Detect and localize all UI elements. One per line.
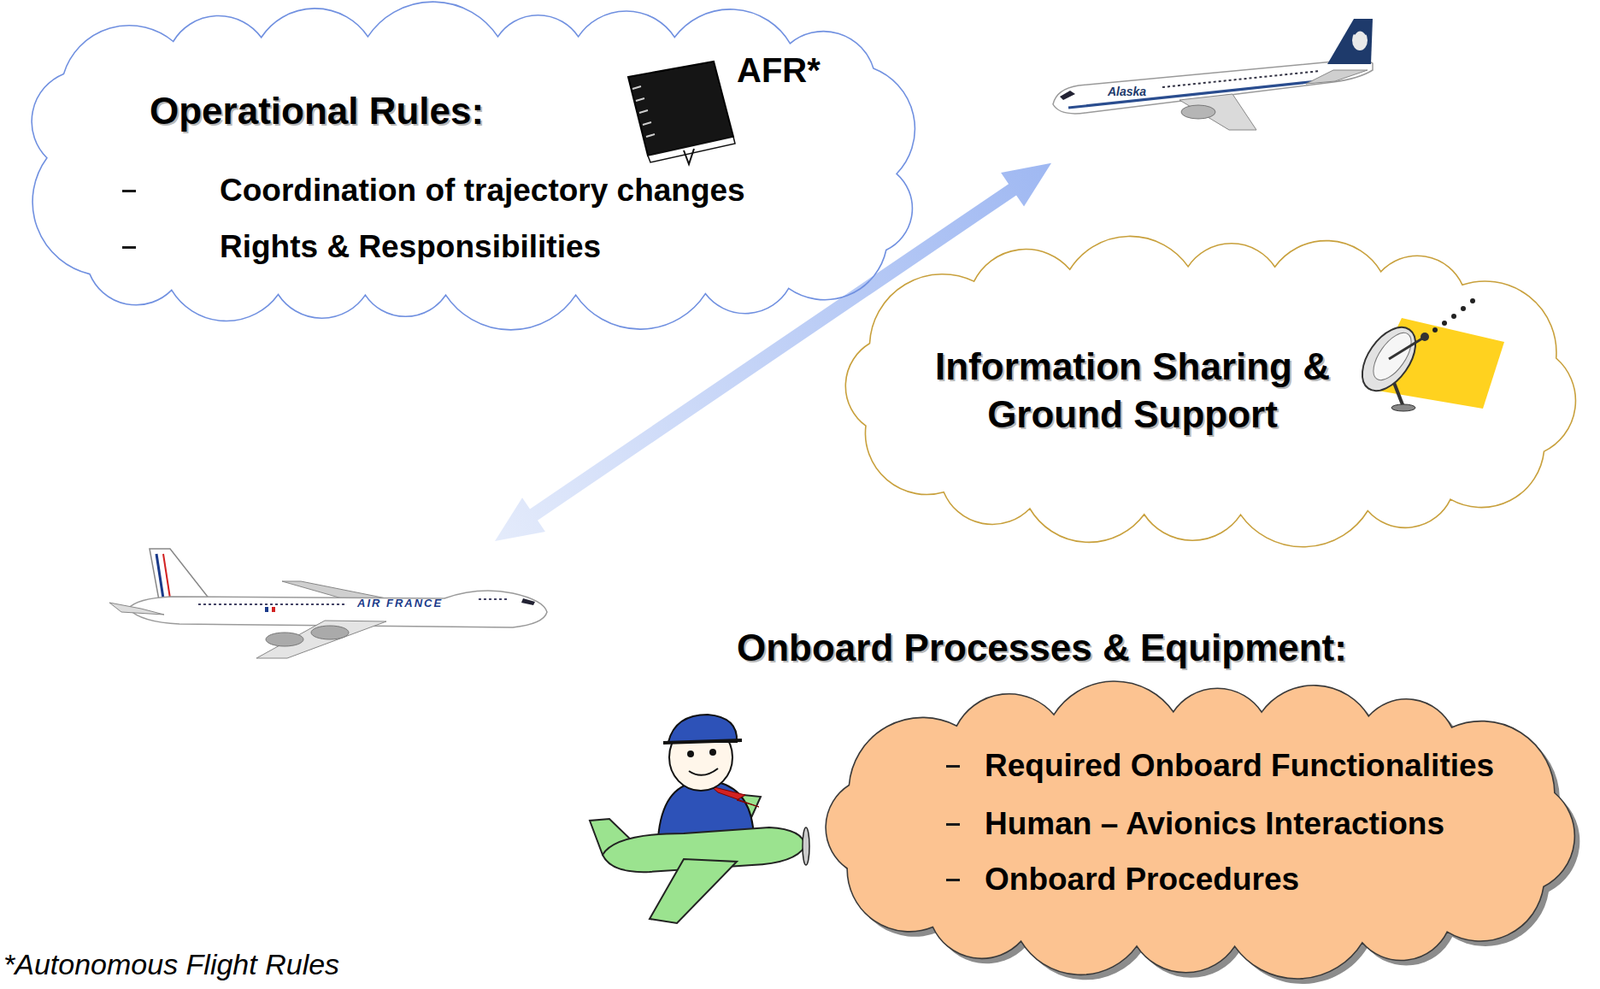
book-icon — [683, 148, 695, 165]
cloud-outline — [825, 681, 1575, 979]
livery-text: Alaska — [1107, 85, 1147, 98]
signal-dots — [1432, 327, 1438, 333]
aircraft-flag — [271, 606, 276, 612]
signal-dots — [1451, 313, 1457, 319]
rules-cloud: Operational Rules: Coordination of trajec… — [10, 0, 934, 332]
aircraft-tail-face — [1353, 29, 1367, 35]
satellite-dish-icon — [1391, 404, 1416, 412]
aircraft-wing — [256, 620, 387, 659]
signal-dots — [1470, 298, 1476, 304]
pilot-tie — [711, 786, 759, 807]
aircraft-tail — [163, 553, 171, 599]
bullet-dash — [122, 246, 136, 249]
cloud-outline — [31, 1, 915, 330]
satellite-dish-icon — [1351, 317, 1426, 400]
icon-label: AFR* — [736, 52, 821, 88]
alaska-aircraft — [1052, 18, 1373, 130]
cloud-outline — [826, 229, 1595, 552]
bullet-dash — [946, 823, 960, 826]
pilot-mouth — [688, 768, 718, 776]
aircraft-windows — [198, 599, 510, 605]
cloud-outline — [845, 235, 1576, 547]
pilot-eye — [687, 750, 695, 758]
book-icon — [632, 86, 655, 137]
cloud-outline — [10, 0, 934, 332]
air-france-aircraft — [109, 548, 548, 659]
aircraft-wing — [282, 581, 387, 599]
cloud-heading: Operational Rules: — [149, 88, 484, 134]
aircraft-stabilizer — [109, 602, 165, 615]
aircraft-wing — [1179, 94, 1257, 130]
satellite-dish-icon — [1420, 332, 1430, 342]
book-icon — [628, 61, 736, 165]
aircraft-engine — [265, 632, 304, 647]
pilot-plane — [649, 858, 737, 924]
cloud-heading: Onboard Processes & Equipment: — [736, 625, 1348, 671]
sharing-cloud: Information Sharing & Ground Support — [826, 229, 1595, 552]
onboard-cloud: Onboard Processes & Equipment: Required O… — [733, 625, 1595, 983]
aircraft-engine — [1181, 105, 1216, 119]
signal-dots — [1441, 320, 1448, 326]
aircraft-cockpit — [521, 598, 536, 606]
satellite-dish-icon — [1388, 338, 1423, 359]
pilot-cartoon — [589, 714, 810, 924]
signal-dots — [1460, 305, 1466, 312]
aircraft-tail — [149, 548, 211, 600]
pilot-plane — [802, 827, 810, 865]
pilot-cap — [663, 740, 742, 743]
bullet-text: Required Onboard Functionalities — [984, 747, 1495, 785]
aircraft-tail — [156, 553, 164, 599]
bullet-text: Coordination of trajectory changes — [219, 171, 746, 210]
bullet-dash — [946, 878, 960, 882]
aircraft-tail — [1327, 18, 1373, 65]
aircraft-flag — [264, 606, 269, 612]
livery-text: AIR FRANCE — [357, 597, 443, 609]
aircraft-flag — [268, 606, 272, 612]
aircraft-cockpit — [1059, 90, 1076, 100]
aircraft-tail-face — [1352, 29, 1368, 51]
pilot-eye — [709, 748, 717, 756]
bullet-text: Onboard Procedures — [984, 860, 1300, 899]
bullet-dash — [946, 764, 960, 768]
bullet-dash — [122, 189, 136, 193]
aircraft-engine — [311, 625, 349, 640]
aircraft-stabilizer — [1305, 70, 1368, 84]
bullet-text: Rights & Responsibilities — [219, 228, 601, 266]
aircraft-windows — [1162, 70, 1321, 88]
footnote: *Autonomous Flight Rules — [3, 949, 340, 979]
bullet-text: Human – Avionics Interactions — [984, 805, 1445, 843]
cloud-text: Information Sharing & Ground Support — [931, 342, 1334, 439]
pilot-cap — [668, 714, 737, 742]
satellite-dish-icon — [1351, 298, 1505, 412]
